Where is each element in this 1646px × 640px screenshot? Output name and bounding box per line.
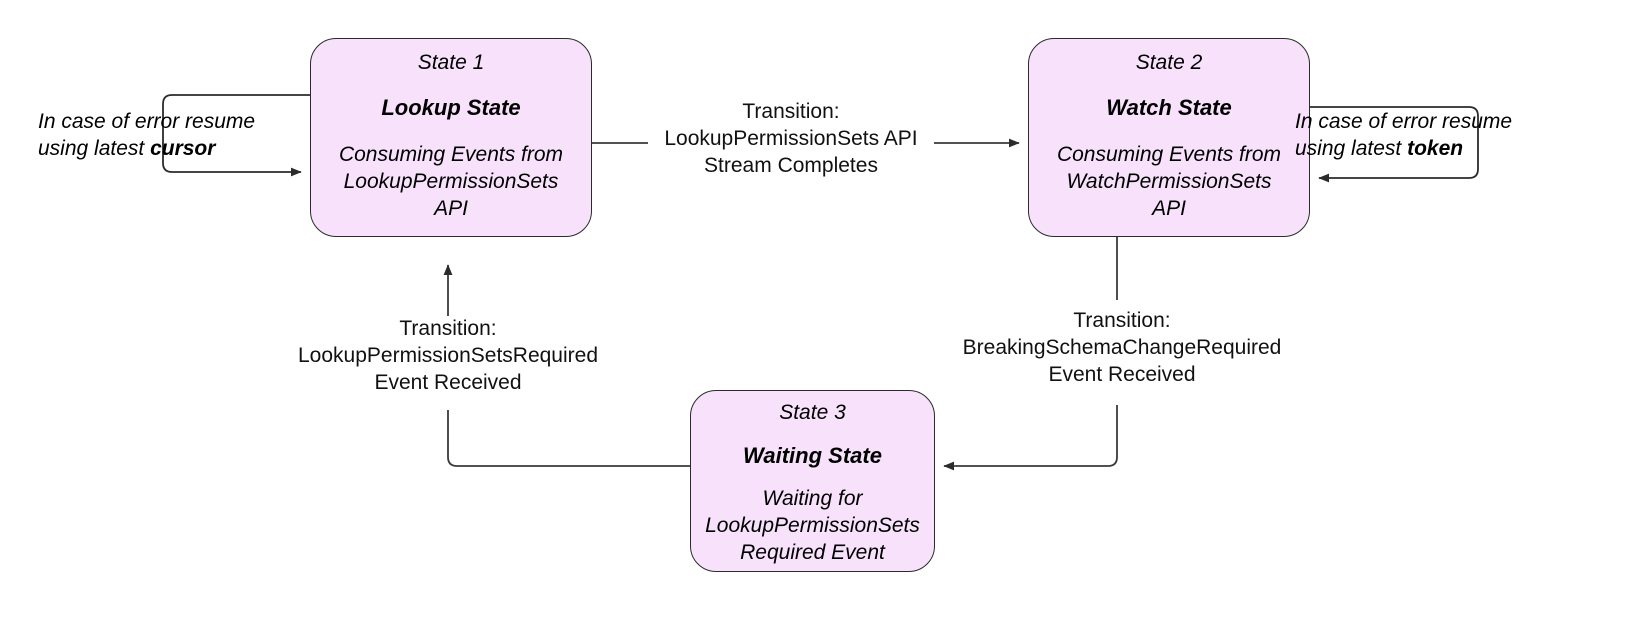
state-2-id: State 2 xyxy=(1135,51,1203,74)
state-3-description: Waiting for LookupPermissionSets Require… xyxy=(705,487,920,565)
edge-state2-to-state3 xyxy=(943,237,1118,471)
self-loop-state1 xyxy=(162,94,310,177)
state-2-description: Consuming Events from WatchPermissionSet… xyxy=(1056,143,1282,221)
note-state1-line2: using latest cursor xyxy=(38,135,255,162)
state-1-name: Lookup State xyxy=(381,95,521,121)
transition-label-state3-state1: Transition: LookupPermissionSetsRequired… xyxy=(288,316,608,397)
state-box-1[interactable]: State 1 Lookup State Consuming Events fr… xyxy=(310,38,592,237)
note-state1-line1: In case of error resume xyxy=(38,110,256,133)
note-state1-line2-prefix: using latest xyxy=(38,137,151,161)
state-2-name: Watch State xyxy=(1106,95,1232,121)
note-state2-line2: using latest token xyxy=(1295,135,1512,162)
note-state1-emphasis: cursor xyxy=(150,137,216,161)
state-box-3[interactable]: State 3 Waiting State Waiting for Lookup… xyxy=(690,390,935,572)
state-3-id: State 3 xyxy=(779,401,846,424)
state-1-id: State 1 xyxy=(417,51,485,74)
transition-label-state1-state2: Transition: LookupPermissionSets API Str… xyxy=(648,99,934,180)
note-state2-emphasis: token xyxy=(1407,137,1464,161)
state-box-2[interactable]: State 2 Watch State Consuming Events fro… xyxy=(1028,38,1310,237)
note-state1-error-resume: In case of error resume using latest cur… xyxy=(38,108,255,163)
state-3-name: Waiting State xyxy=(743,443,882,469)
note-state2-line1: In case of error resume xyxy=(1295,110,1513,133)
note-state2-line2-prefix: using latest xyxy=(1295,137,1408,161)
self-loop-state2 xyxy=(1310,106,1479,183)
transition-label-state2-state3: Transition: BreakingSchemaChangeRequired… xyxy=(957,308,1287,389)
state-1-description: Consuming Events from LookupPermissionSe… xyxy=(338,143,564,221)
note-state2-error-resume: In case of error resume using latest tok… xyxy=(1295,108,1512,163)
